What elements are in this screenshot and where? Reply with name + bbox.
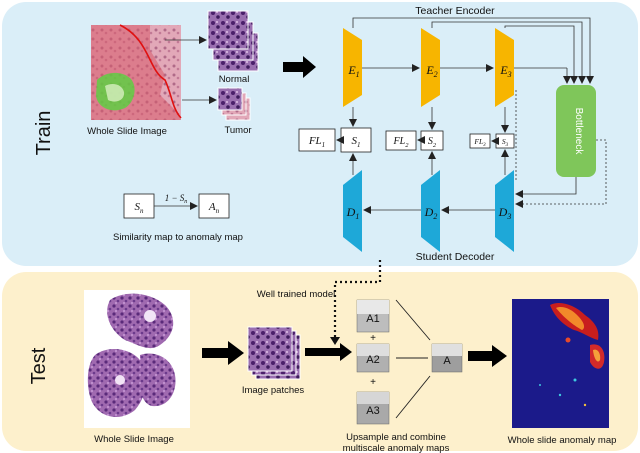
- encoder-3: E3: [495, 28, 514, 107]
- svg-text:E3: E3: [499, 63, 511, 79]
- svg-text:FL3: FL3: [473, 137, 486, 148]
- svg-text:A2: A2: [366, 354, 379, 366]
- svg-text:S3: S3: [502, 137, 509, 148]
- model-transfer-arrowhead: [330, 337, 340, 345]
- upsample-line1: Upsample and combine: [346, 432, 446, 443]
- train-title: Train: [33, 111, 55, 156]
- normal-label: Normal: [219, 74, 250, 85]
- svg-text:D2: D2: [424, 205, 438, 221]
- test-wsi-image: [84, 290, 190, 428]
- sim-arrow-label: 1 − Sn: [165, 193, 188, 205]
- svg-text:D1: D1: [346, 205, 360, 221]
- anomaly-map-2: A2: [356, 343, 390, 373]
- svg-text:An: An: [208, 201, 220, 215]
- patches-maps-arrow: [305, 343, 352, 361]
- sim-caption: Similarity map to anomaly map: [113, 232, 243, 243]
- svg-text:Sn: Sn: [135, 201, 145, 215]
- svg-text:FL1: FL1: [308, 135, 325, 149]
- fl-box-2: FL2: [385, 130, 417, 151]
- svg-text:S2: S2: [428, 136, 437, 149]
- image-patches: [247, 326, 301, 380]
- decoder-2: D2: [421, 170, 440, 252]
- svg-text:A1: A1: [366, 313, 379, 325]
- result-label: Whole slide anomaly map: [508, 435, 617, 446]
- train-wsi-label: Whole Slide Image: [87, 126, 167, 137]
- test-input-arrow: [202, 341, 244, 365]
- normal-patches: [207, 10, 259, 72]
- svg-text:S1: S1: [352, 135, 361, 149]
- encoder-1: E1: [343, 28, 362, 107]
- model-transfer-dotted: [333, 260, 382, 338]
- test-wsi-label: Whole Slide Image: [94, 434, 174, 445]
- bottleneck-block: [556, 85, 596, 177]
- sim-in-box: Sn: [123, 193, 155, 219]
- student-decoder-label: Student Decoder: [416, 251, 495, 263]
- svg-text:E2: E2: [425, 63, 437, 79]
- combined-anomaly-map: A: [431, 343, 463, 373]
- svg-text:D3: D3: [498, 205, 512, 221]
- fl-box-3: FL3: [469, 133, 491, 149]
- combine-lines: [395, 299, 431, 419]
- train-wsi-image: [91, 24, 182, 120]
- svg-text:E1: E1: [347, 63, 359, 79]
- test-title: Test: [28, 347, 50, 384]
- plus-1: +: [370, 333, 376, 344]
- sim-out-box: An: [198, 193, 230, 219]
- fl-box-1: FL1: [298, 128, 336, 152]
- maps-result-arrow: [468, 345, 507, 367]
- train-input-arrow: [283, 56, 316, 78]
- well-trained-label: Well trained model: [257, 289, 336, 300]
- encoder-2: E2: [421, 28, 440, 107]
- decoder-3: D3: [495, 170, 514, 252]
- s-box-3: S3: [495, 133, 515, 149]
- decoder-1: D1: [343, 170, 362, 252]
- svg-text:A3: A3: [366, 405, 379, 417]
- svg-text:A: A: [443, 355, 451, 367]
- upsample-line2: multiscale anomaly maps: [343, 443, 450, 453]
- whole-slide-anomaly-map: [512, 299, 609, 428]
- s-box-2: S2: [420, 130, 444, 151]
- teacher-encoder-label: Teacher Encoder: [415, 5, 495, 17]
- s-box-1: S1: [340, 127, 372, 153]
- plus-2: +: [370, 377, 376, 388]
- teacher-skip-lines: [352, 17, 594, 84]
- anomaly-map-3: A3: [356, 391, 390, 425]
- tumor-patches: [217, 87, 251, 121]
- tumor-label: Tumor: [224, 125, 251, 136]
- bottleneck-d3-dashed: [515, 139, 607, 208]
- bottleneck-d3-arrow: [515, 177, 577, 198]
- image-patches-label: Image patches: [242, 385, 305, 396]
- bottleneck-label: Bottleneck: [573, 108, 584, 156]
- svg-text:FL2: FL2: [393, 136, 410, 149]
- anomaly-map-1: A1: [356, 299, 390, 333]
